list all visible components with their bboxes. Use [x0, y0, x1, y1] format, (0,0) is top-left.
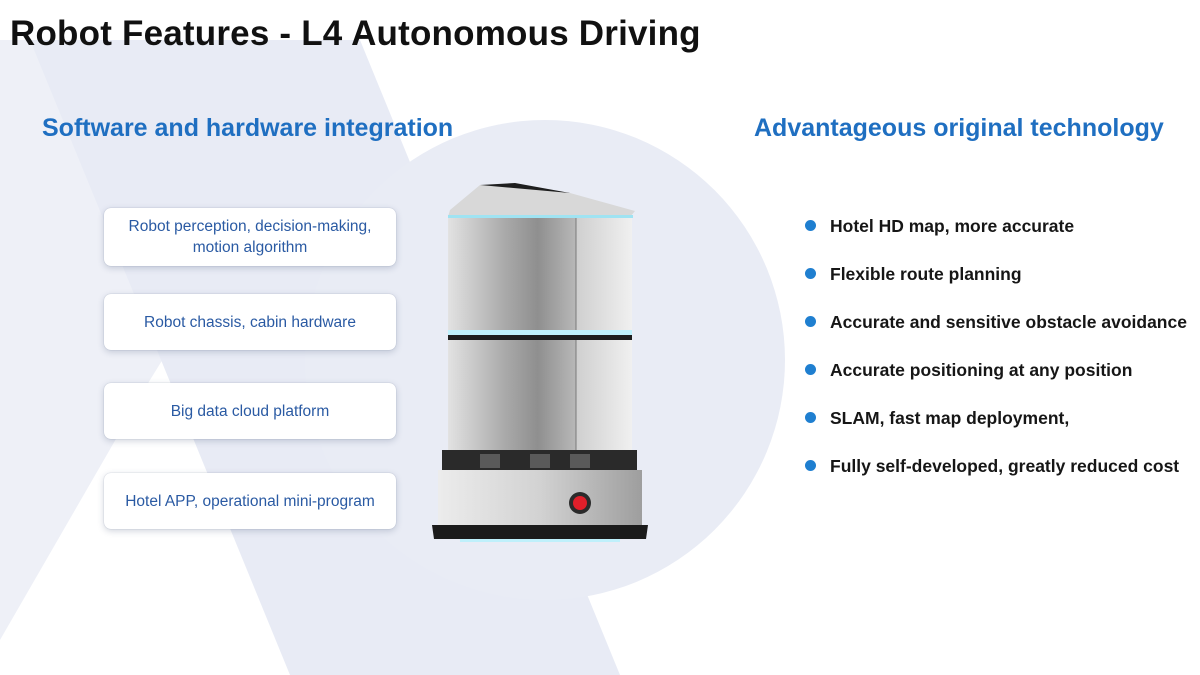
bullet-icon	[805, 460, 816, 471]
robot-mid-band	[448, 335, 632, 340]
advantage-list: Hotel HD map, more accurate Flexible rou…	[805, 214, 1187, 502]
robot-bottom-light	[460, 539, 620, 542]
bullet-icon	[805, 412, 816, 423]
robot-lower-cabin-right	[576, 340, 632, 450]
advantage-item-text: SLAM, fast map deployment,	[830, 408, 1070, 428]
advantage-item-text: Hotel HD map, more accurate	[830, 216, 1075, 236]
robot-mid-light	[448, 330, 632, 335]
advantage-item-text: Accurate positioning at any position	[830, 360, 1133, 380]
robot-lower-cabin-left	[448, 340, 576, 450]
robot-top-lid	[448, 185, 635, 217]
advantage-item: Fully self-developed, greatly reduced co…	[805, 454, 1187, 502]
bullet-icon	[805, 220, 816, 231]
bullet-icon	[805, 364, 816, 375]
feature-card-chassis: Robot chassis, cabin hardware	[104, 294, 396, 350]
robot-top-light	[448, 215, 633, 218]
robot-bumper	[432, 525, 648, 539]
background-stripe-lower	[0, 380, 150, 640]
delivery-robot-image	[432, 183, 648, 542]
advantage-item-text: Fully self-developed, greatly reduced co…	[830, 456, 1180, 476]
advantage-item: SLAM, fast map deployment,	[805, 406, 1187, 454]
advantage-item-text: Flexible route planning	[830, 264, 1022, 284]
robot-base	[438, 470, 642, 525]
feature-card-perception: Robot perception, decision-making, motio…	[104, 208, 396, 266]
advantage-item: Accurate and sensitive obstacle avoidanc…	[805, 310, 1187, 358]
advantage-heading: Advantageous original technology	[754, 114, 1164, 142]
page-title: Robot Features - L4 Autonomous Driving	[10, 14, 701, 53]
bullet-icon	[805, 316, 816, 327]
advantage-item-text: Accurate and sensitive obstacle avoidanc…	[830, 312, 1187, 332]
software-hardware-heading: Software and hardware integration	[42, 114, 454, 142]
advantage-item: Accurate positioning at any position	[805, 358, 1187, 406]
advantage-item: Flexible route planning	[805, 262, 1187, 310]
feature-card-cloud: Big data cloud platform	[104, 383, 396, 439]
advantage-item: Hotel HD map, more accurate	[805, 214, 1187, 262]
robot-upper-cabin-right	[576, 218, 632, 330]
robot-upper-cabin-left	[448, 218, 576, 330]
feature-card-app: Hotel APP, operational mini-program	[104, 473, 396, 529]
bullet-icon	[805, 268, 816, 279]
